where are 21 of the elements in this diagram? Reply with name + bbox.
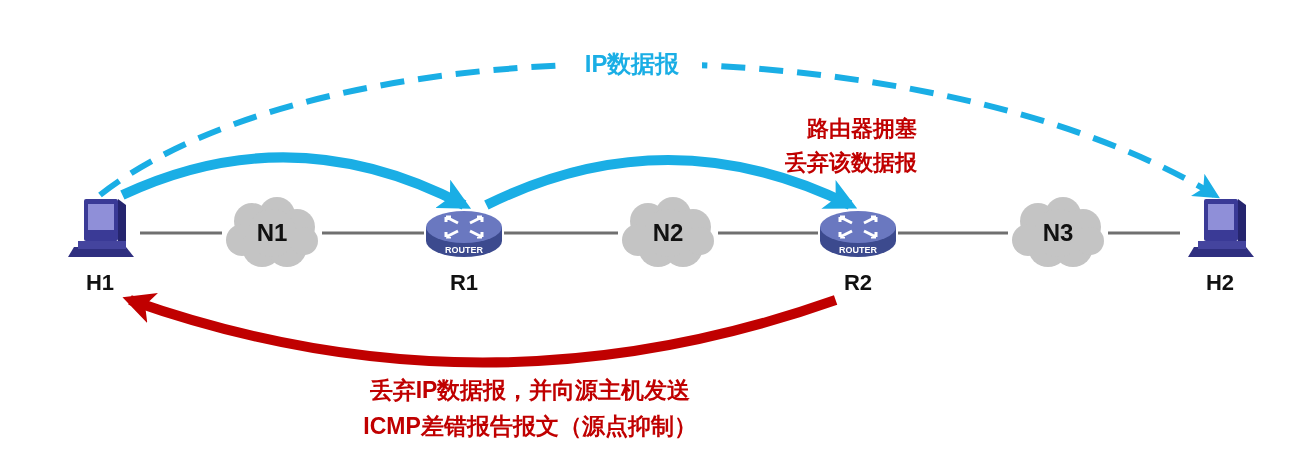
- node-label: N1: [255, 220, 289, 246]
- node-label: R1: [448, 270, 480, 296]
- connecting-line: [504, 231, 618, 235]
- arrow: [484, 155, 858, 210]
- node-label: N2: [651, 220, 685, 246]
- node-label: H2: [1204, 270, 1236, 296]
- connecting-line: [1108, 231, 1180, 235]
- node-label: R2: [842, 270, 874, 296]
- icon-caption: ROUTER: [444, 245, 484, 255]
- arrow: [122, 292, 838, 368]
- node-label: H1: [84, 270, 116, 296]
- connecting-line: [322, 231, 424, 235]
- arrow: [120, 152, 472, 210]
- connecting-line: [898, 231, 1008, 235]
- connecting-line: [718, 231, 818, 235]
- connecting-line: [140, 231, 222, 235]
- arrow: [98, 60, 1221, 198]
- note-text: 路由器拥塞丢弃该数据报: [784, 115, 918, 177]
- node-label: N3: [1041, 220, 1075, 246]
- note-text: 丢弃IP数据报，并向源主机发送ICMP差错报告报文（源点抑制）: [362, 376, 698, 441]
- icon-caption: ROUTER: [838, 245, 878, 255]
